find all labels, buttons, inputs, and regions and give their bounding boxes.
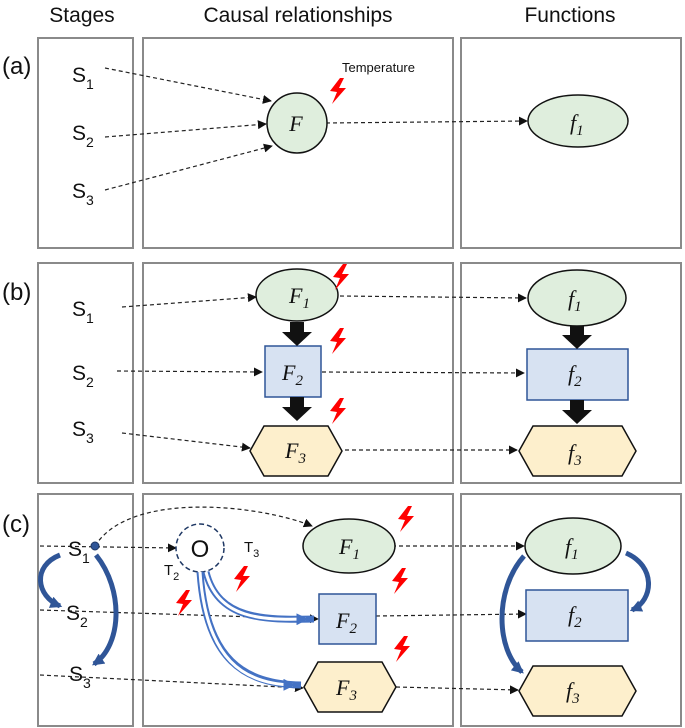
function-node-c-3 [518, 665, 637, 717]
factor-node-c-1 [302, 518, 396, 574]
function-label-c-2: f2 [568, 602, 582, 631]
header-causal-relationships: Causal relationships [203, 4, 392, 27]
function-label-c-1: f1 [565, 534, 579, 563]
header-functions: Functions [524, 4, 615, 27]
double-arrow-o-f2-inner [204, 571, 309, 626]
link-b-f2-func2 [321, 368, 525, 378]
factor-label-b-2: F2 [281, 360, 303, 389]
link-c-s1-f1-curve [94, 506, 313, 547]
link-a-s1-f [104, 67, 272, 104]
stage-label-b-3: S3 [72, 418, 94, 446]
down-arrow-b-f1-f2 [282, 322, 312, 346]
link-b-s2-f2 [116, 367, 263, 377]
link-a-s2-f [104, 120, 267, 138]
down-arrow-b-func2-func3 [562, 400, 592, 424]
factor-label-a: F [288, 111, 303, 136]
stage-label-a-3: S3 [72, 180, 94, 208]
stage-label-c-2: S2 [66, 602, 88, 630]
stage-label-b-1: S1 [72, 298, 94, 326]
function-node-c-2 [525, 589, 629, 642]
link-b-f1-func1 [339, 293, 527, 303]
factor-label-c-3: F3 [335, 675, 357, 704]
factor-node-c-3 [303, 661, 397, 713]
function-node-a [527, 94, 629, 148]
link-c-s1-o [39, 543, 177, 553]
stage-label-a-1: S1 [72, 64, 94, 92]
stage-label-c-1: S1 [68, 538, 90, 566]
function-node-b-2 [526, 348, 629, 401]
factor-node-b-1 [255, 268, 339, 322]
link-a-f-f1 [325, 116, 528, 126]
function-label-c-3: f3 [566, 678, 580, 707]
row-label-c: (c) [2, 511, 30, 538]
factor-label-b-3: F3 [284, 438, 306, 467]
function-node-b-1 [527, 269, 627, 327]
factor-label-c-1: F1 [338, 534, 360, 563]
stage-label-c-3: S3 [69, 663, 91, 691]
double-arrow-o-f3-inner [198, 571, 296, 691]
panel-a-stages [37, 37, 134, 249]
organizer-node [175, 523, 225, 573]
function-label-b-1: f1 [568, 286, 582, 315]
t2-label: T2 [164, 562, 179, 583]
function-label-b-3: f3 [568, 440, 582, 469]
function-label-a: f1 [570, 110, 584, 139]
curve-arrow-func1-func3 [499, 554, 526, 674]
link-b-s3-f3 [121, 432, 251, 452]
function-node-b-3 [518, 425, 637, 477]
link-b-s1-f1 [121, 293, 257, 308]
panel-b-stages [37, 262, 134, 484]
header-stages: Stages [49, 4, 114, 27]
function-label-b-2: f2 [568, 361, 582, 390]
organizer-label: O [191, 536, 210, 563]
factor-node-b-3 [249, 425, 343, 477]
function-node-c-1 [524, 517, 622, 575]
factor-node-c-2 [318, 593, 377, 645]
link-c-f3-func3 [395, 685, 519, 695]
factor-label-c-2: F2 [335, 608, 357, 637]
curve-arrow-s1-s2 [38, 552, 63, 609]
curve-arrow-func1-func2 [624, 550, 651, 613]
temperature-label: Temperature [342, 60, 415, 75]
down-arrow-b-f2-f3 [282, 397, 312, 421]
panel-c-stages [37, 493, 134, 727]
stage-label-b-2: S2 [72, 362, 94, 390]
row-label-b: (b) [2, 279, 31, 306]
stage-c-1-dot [90, 541, 100, 551]
factor-node-b-2 [264, 345, 322, 398]
t3-label: T3 [244, 539, 259, 560]
factor-label-b-1: F1 [288, 283, 310, 312]
row-label-a: (a) [2, 53, 31, 80]
curve-arrow-s1-s3 [92, 553, 119, 667]
link-a-s3-f [104, 143, 273, 191]
down-arrow-b-func1-func2 [562, 326, 592, 349]
factor-node-a [266, 92, 328, 154]
link-c-s3-f3 [39, 674, 304, 693]
stage-label-a-2: S2 [72, 122, 94, 150]
